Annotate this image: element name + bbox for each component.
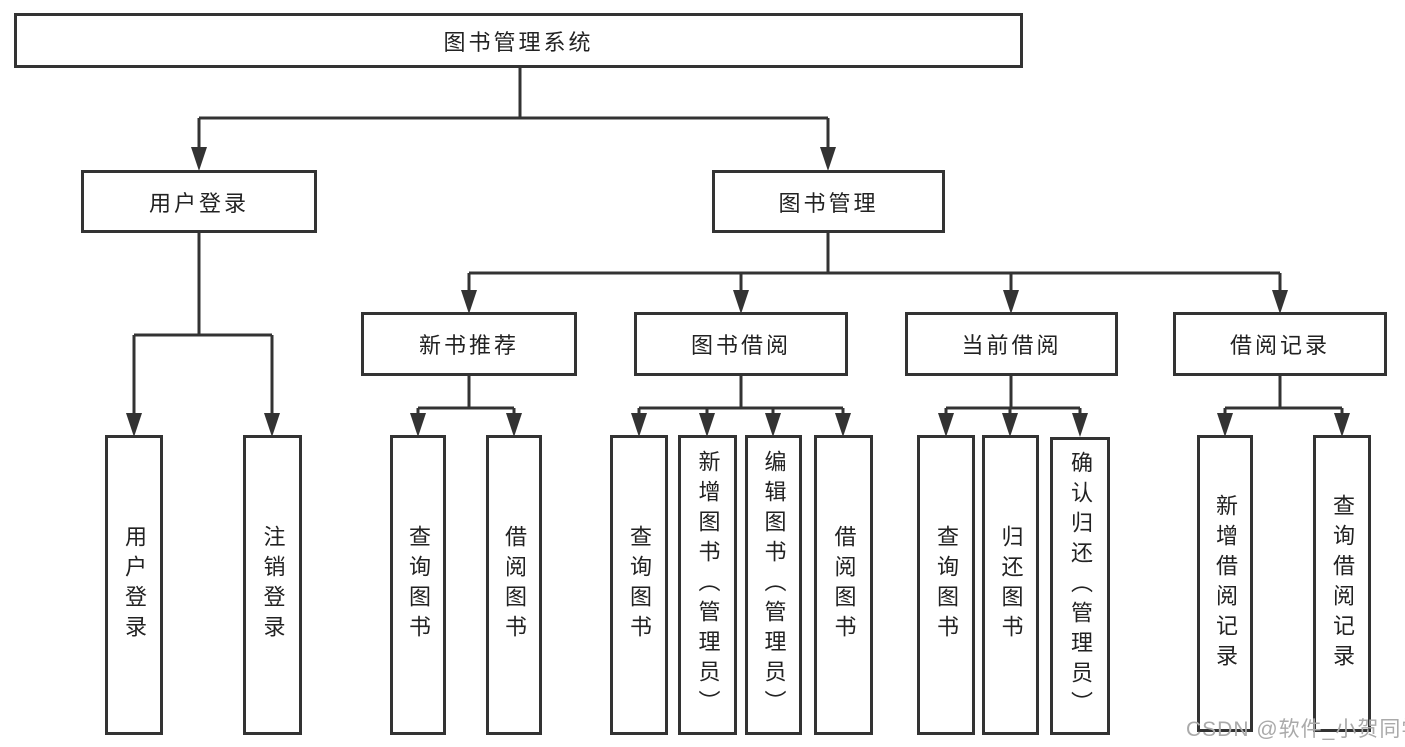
node-root: 图书管理系统 xyxy=(14,13,1023,68)
node-book-management: 图书管理 xyxy=(712,170,945,233)
leaf-add-borrow-record: 新增借阅记录 xyxy=(1197,435,1253,732)
leaf-query-books-1: 查询图书 xyxy=(390,435,446,735)
leaf-return-books: 归还图书 xyxy=(982,435,1039,735)
leaf-add-books-admin: 新增图书（管理员） xyxy=(678,435,737,735)
node-user-login: 用户登录 xyxy=(81,170,317,233)
watermark: CSDN @软件_小贺同学 xyxy=(1186,718,1405,741)
leaf-confirm-return-admin: 确认归还（管理员） xyxy=(1050,437,1110,735)
leaf-logout: 注销登录 xyxy=(243,435,302,735)
leaf-query-borrow-record: 查询借阅记录 xyxy=(1313,435,1371,732)
node-borrowing-records: 借阅记录 xyxy=(1173,312,1387,376)
leaf-borrow-books-2: 借阅图书 xyxy=(814,435,873,735)
leaf-query-books-3: 查询图书 xyxy=(917,435,975,735)
node-new-book-recommend: 新书推荐 xyxy=(361,312,577,376)
node-current-borrowing: 当前借阅 xyxy=(905,312,1118,376)
leaf-query-books-2: 查询图书 xyxy=(610,435,668,735)
leaf-edit-books-admin: 编辑图书（管理员） xyxy=(745,435,802,735)
node-book-borrowing: 图书借阅 xyxy=(634,312,848,376)
leaf-user-login: 用户登录 xyxy=(105,435,163,735)
leaf-borrow-books-1: 借阅图书 xyxy=(486,435,542,735)
